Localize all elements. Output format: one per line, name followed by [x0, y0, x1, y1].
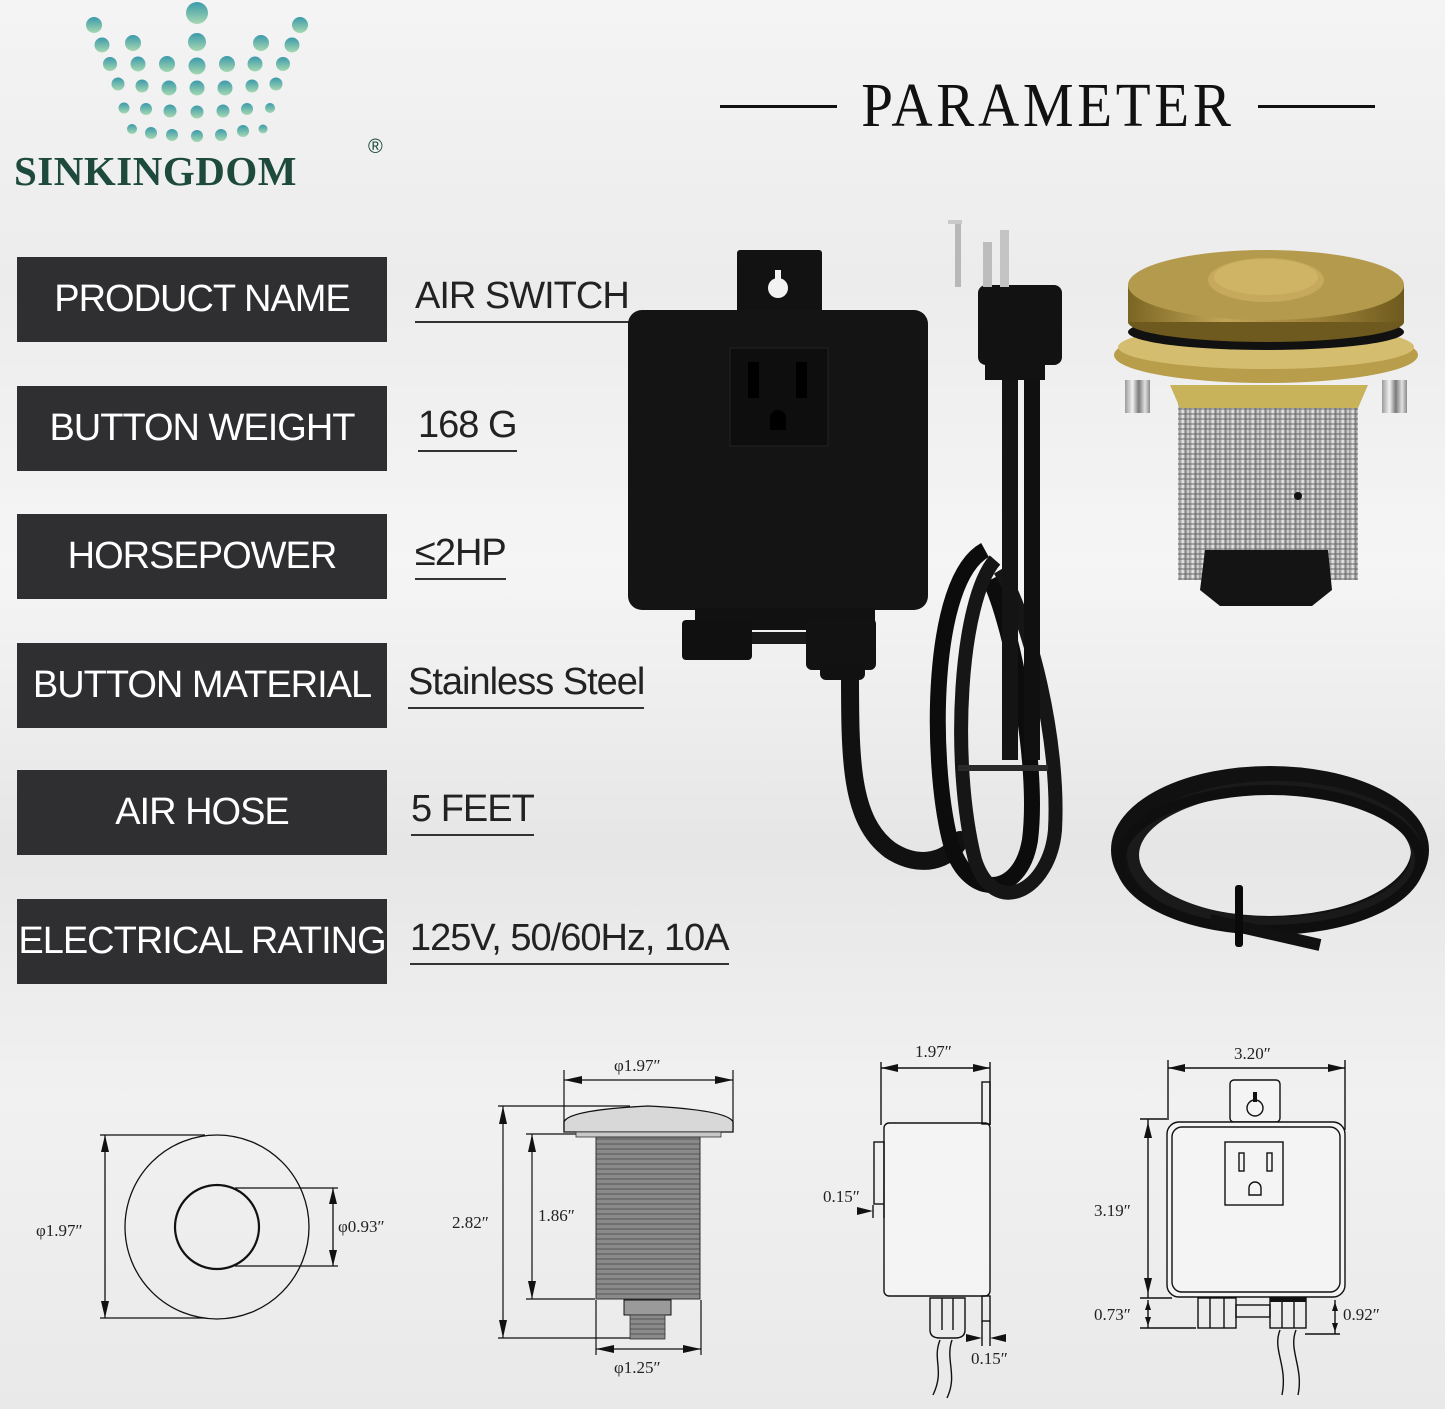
- box-front-dimension-drawing: [1140, 1060, 1346, 1396]
- dim-inner-diameter: φ0.93″: [338, 1217, 385, 1236]
- dim-total-height: 2.82″: [452, 1213, 489, 1232]
- dim-cap-diameter: φ1.97″: [614, 1056, 661, 1075]
- registered-mark: ®: [368, 136, 383, 158]
- brand-name: SINKINGDOM: [14, 148, 297, 194]
- spec-label: BUTTON WEIGHT: [17, 386, 387, 471]
- control-box-image: [628, 220, 1063, 900]
- spec-value: 125V, 50/60Hz, 10A: [410, 917, 730, 966]
- dim-outlet-protrusion: 0.15″: [823, 1187, 860, 1206]
- crown-logo-icon: [86, 2, 308, 142]
- spec-row-electrical-rating: ELECTRICAL RATING 125V, 50/60Hz, 10A: [17, 899, 757, 984]
- button-top-dimension-drawing: [100, 1134, 338, 1320]
- dim-thread-height: 1.86″: [538, 1206, 575, 1225]
- button-side-dimension-drawing: [498, 1070, 734, 1355]
- air-button-image: [1114, 250, 1418, 606]
- dim-box-height: 3.19″: [1094, 1201, 1131, 1220]
- dim-outer-diameter: φ1.97″: [36, 1221, 83, 1240]
- air-hose-image: [1111, 766, 1429, 951]
- spec-value: Stainless Steel: [408, 661, 645, 710]
- spec-row-product-name: PRODUCT NAME AIR SWITCH: [17, 257, 757, 342]
- title-rule-left: [720, 104, 837, 108]
- dim-box-depth: 1.97″: [915, 1042, 952, 1061]
- dim-thread-diameter: φ1.25″: [614, 1358, 661, 1377]
- page-title: PARAMETER: [720, 70, 1376, 142]
- spec-label: HORSEPOWER: [17, 514, 387, 599]
- spec-row-horsepower: HORSEPOWER ≤2HP: [17, 514, 757, 599]
- spec-value: AIR SWITCH: [415, 275, 630, 324]
- spec-label: BUTTON MATERIAL: [17, 643, 387, 728]
- spec-label: PRODUCT NAME: [17, 257, 387, 342]
- dim-bracket-thickness: 0.15″: [971, 1349, 1008, 1368]
- spec-value: ≤2HP: [415, 532, 507, 581]
- spec-value: 5 FEET: [411, 788, 535, 837]
- dim-left-gland: 0.73″: [1094, 1305, 1131, 1324]
- spec-label: ELECTRICAL RATING: [17, 899, 387, 984]
- title-rule-right: [1258, 104, 1376, 108]
- dim-right-gland: 0.92″: [1343, 1305, 1380, 1324]
- spec-label: AIR HOSE: [17, 770, 387, 855]
- dim-box-width: 3.20″: [1234, 1044, 1271, 1063]
- spec-row-button-weight: BUTTON WEIGHT 168 G: [17, 386, 757, 471]
- spec-row-button-material: BUTTON MATERIAL Stainless Steel: [17, 643, 757, 728]
- spec-value: 168 G: [418, 404, 518, 453]
- spec-row-air-hose: AIR HOSE 5 FEET: [17, 770, 757, 855]
- title-text: PARAMETER: [860, 72, 1235, 140]
- box-side-dimension-drawing: [857, 1062, 1006, 1399]
